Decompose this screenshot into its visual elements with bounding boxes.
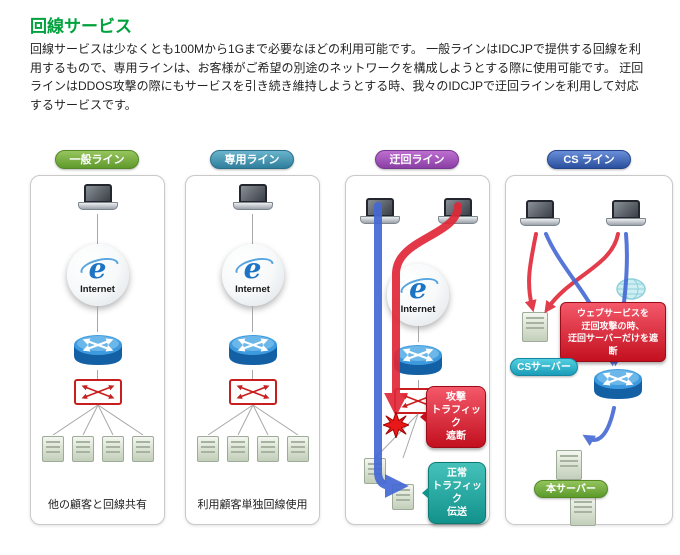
cs-detour-note: ウェブサービスを 迂回攻撃の時、 迂回サーバーだけを遮断 [560,302,666,363]
connector-line [97,306,98,332]
laptop-keyboard [360,216,400,224]
badge-pointer [422,487,429,499]
badge-cs-line: CS ライン [547,150,631,169]
server-row [41,436,154,462]
general-line-caption: 他の顧客と回線共有 [48,499,147,511]
laptop-screen [612,200,640,219]
internet-globe-icon: e Internet [221,244,284,306]
general-line-diagram: e Internet [31,176,164,462]
internet-globe-icon: e Internet [387,264,449,326]
internet-label: Internet [235,284,270,295]
cs-server-icon [522,312,548,342]
server-icon [364,458,386,484]
attack-badge-line: 遮断 [446,431,466,442]
badge-pointer [420,411,427,423]
connector-line [97,214,98,244]
server-icon [41,436,64,462]
laptop-icon [360,198,400,228]
laptop-keyboard [520,218,560,226]
panel-cs-line: ウェブサービスを 迂回攻撃の時、 迂回サーバーだけを遮断 CSサーバー 本サーバ… [505,175,673,526]
server-icon [256,436,279,462]
ie-logo-icon: e [243,252,262,285]
laptop-keyboard [438,216,478,224]
server-icon [392,484,414,510]
server-icon [101,436,124,462]
server-icon [226,436,249,462]
laptop-icon [438,198,478,228]
laptop-icon [606,200,646,230]
laptop-icon [520,200,560,230]
connector-line [418,380,419,388]
server-icon [131,436,154,462]
router-icon [72,332,124,370]
normal-badge-line: トラフィック [432,481,482,505]
page-title: 回線サービス [30,17,132,36]
main-server-label: 本サーバー [534,480,608,498]
internet-globe-icon: e Internet [66,244,129,306]
laptop-keyboard [232,202,273,210]
laptop-icon [77,184,118,214]
laptop-screen [444,198,472,217]
cs-server-label: CSサーバー [510,358,578,376]
dedicated-line-caption: 利用顧客単独回線使用 [197,499,308,511]
switch-icon [74,379,122,405]
cs-note-line: ウェブサービスを [576,308,649,318]
panel-detour-line: e Internet 攻撃 トラフィック 遮断 正常 トラフィック 伝送 [345,175,490,525]
normal-badge-line: 伝送 [447,507,467,518]
server-icon [196,436,219,462]
attack-badge-line: 攻撃 [446,392,466,403]
connector-line [418,326,419,342]
attack-traffic-badge: 攻撃 トラフィック 遮断 [420,386,486,448]
page-description: 回線サービスは少なくとも100Mから1Gまで必要なほどの利用可能です。 一般ライ… [30,42,644,112]
connector-line [252,306,253,332]
fanout-lines [52,405,143,435]
connector-line [252,370,253,379]
main-server-icon [570,496,596,526]
internet-label: Internet [80,284,115,295]
badge-general-line: 一般ライン [55,150,139,169]
laptop-keyboard [77,202,118,210]
switch-icon [229,379,277,405]
server-icon [286,436,309,462]
cs-note-line: 迂回サーバーだけを遮断 [568,333,658,356]
router-icon [392,342,444,380]
connector-line [252,214,253,244]
dedicated-line-diagram: e Internet [186,176,319,462]
normal-badge-line: 正常 [447,468,467,479]
server-row [196,436,309,462]
cs-note-line: 迂回攻撃の時、 [581,320,645,331]
globe-icon [616,278,646,300]
laptop-screen [526,200,554,219]
fanout-lines [207,405,298,435]
panel-general-line: e Internet 他の顧客と回線共有 [30,175,165,525]
laptop-icon [232,184,273,214]
server-icon [71,436,94,462]
ie-logo-icon: e [409,272,427,305]
internet-label: Internet [400,304,436,315]
attack-badge-line: トラフィック [431,405,481,429]
main-server-icon [556,450,582,480]
connector-line [97,370,98,379]
router-icon [227,332,279,370]
badge-dedicated-line: 専用ライン [210,150,294,169]
normal-traffic-badge: 正常 トラフィック 伝送 [422,462,486,524]
laptop-screen [83,184,112,203]
panel-dedicated-line: e Internet 利用顧客単独回線使用 [185,175,320,525]
ie-logo-icon: e [88,252,107,285]
router-icon [592,366,644,404]
laptop-screen [238,184,267,203]
laptop-keyboard [606,218,646,226]
laptop-screen [366,198,394,217]
badge-detour-line: 迂回ライン [375,150,459,169]
